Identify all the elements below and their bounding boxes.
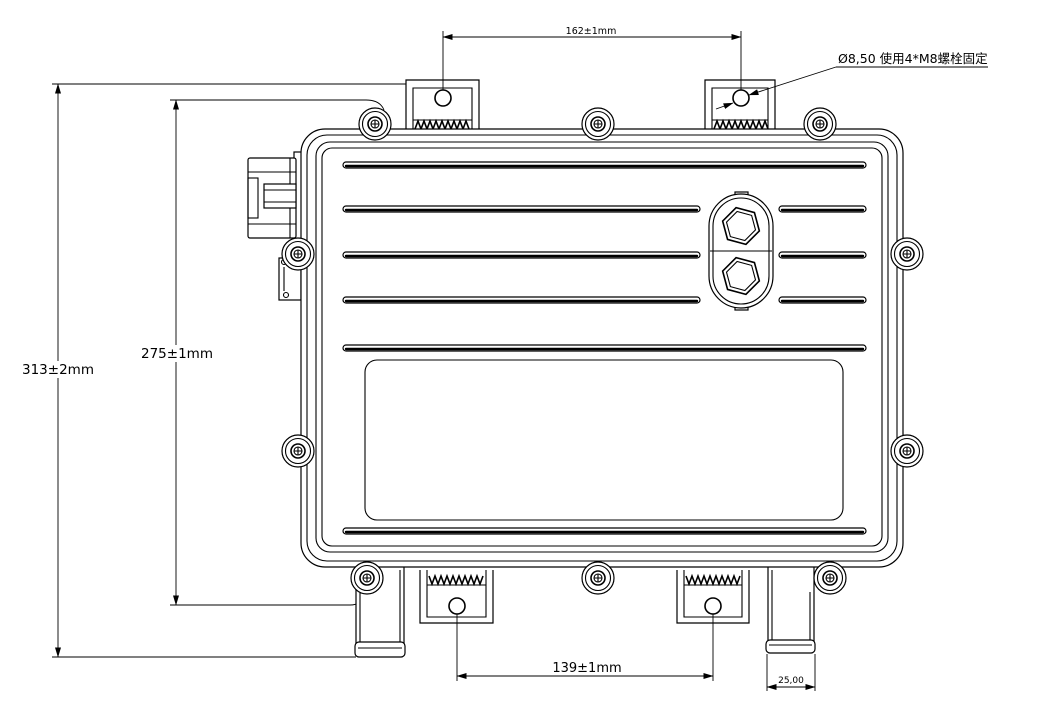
leader-line	[748, 66, 837, 96]
cooling-grooves	[342, 161, 867, 535]
label-area	[364, 359, 844, 521]
screw-boss-top-right	[803, 107, 837, 141]
groove	[342, 527, 867, 535]
dimension-label-overall-height: 313±2mm	[22, 362, 94, 378]
mounting-bracket-bottom-right	[676, 570, 750, 624]
extension-line	[170, 99, 385, 111]
note-text: Ø8,50 使用4*M8螺栓固定	[838, 51, 988, 66]
coolant-pipe-right	[765, 559, 816, 654]
dimension-label-pipe-width: 25,00	[778, 676, 804, 686]
extension-line	[170, 593, 365, 606]
screw-ear-left-upper	[281, 237, 315, 271]
groove	[778, 296, 867, 304]
dimension-mount-spacing: 275±1mm	[141, 99, 385, 606]
screw-boss-bottom-right	[813, 561, 847, 595]
groove	[342, 344, 867, 352]
screw-ear-left-lower	[281, 434, 315, 468]
port-housing	[708, 191, 774, 311]
groove	[342, 205, 701, 213]
mounting-bracket-top-right	[704, 79, 776, 134]
coolant-pipe-left	[354, 559, 406, 658]
hex-port-lower	[721, 256, 761, 296]
bolt-hole	[704, 597, 722, 615]
leader-line	[715, 102, 734, 110]
dimension-pipe-width: 25,00	[766, 654, 816, 691]
dimension-top-bracket-spacing: 162±1mm	[442, 26, 742, 90]
mounting-bracket-bottom-left	[419, 570, 494, 624]
screw-ear-right-lower	[890, 434, 924, 468]
screw-ear-right-upper	[890, 237, 924, 271]
bolt-hole	[434, 89, 452, 107]
screw-boss-bottom-left	[350, 561, 384, 595]
screw-boss-bottom-center	[581, 561, 615, 595]
mounting-hole-note: Ø8,50 使用4*M8螺栓固定	[715, 51, 988, 110]
dimension-bottom-bracket-spacing: 139±1mm	[456, 614, 714, 681]
dimension-label-bottom-bracket-spacing: 139±1mm	[552, 661, 621, 676]
groove	[342, 296, 701, 304]
groove	[778, 251, 867, 259]
groove	[342, 251, 701, 259]
dimension-label-top-bracket-spacing: 162±1mm	[566, 26, 617, 37]
groove	[778, 205, 867, 213]
dimension-label-mount-spacing: 275±1mm	[141, 346, 213, 362]
groove	[342, 161, 867, 169]
mounting-bracket-top-left	[405, 79, 480, 134]
electrical-connector	[247, 151, 305, 243]
bolt-hole	[732, 89, 750, 107]
dimension-overall-height: 313±2mm	[22, 83, 406, 658]
screw-boss-top-center	[581, 107, 615, 141]
screw-boss-top-left	[358, 107, 392, 141]
hex-port-upper	[721, 206, 761, 246]
bolt-hole	[448, 597, 466, 615]
